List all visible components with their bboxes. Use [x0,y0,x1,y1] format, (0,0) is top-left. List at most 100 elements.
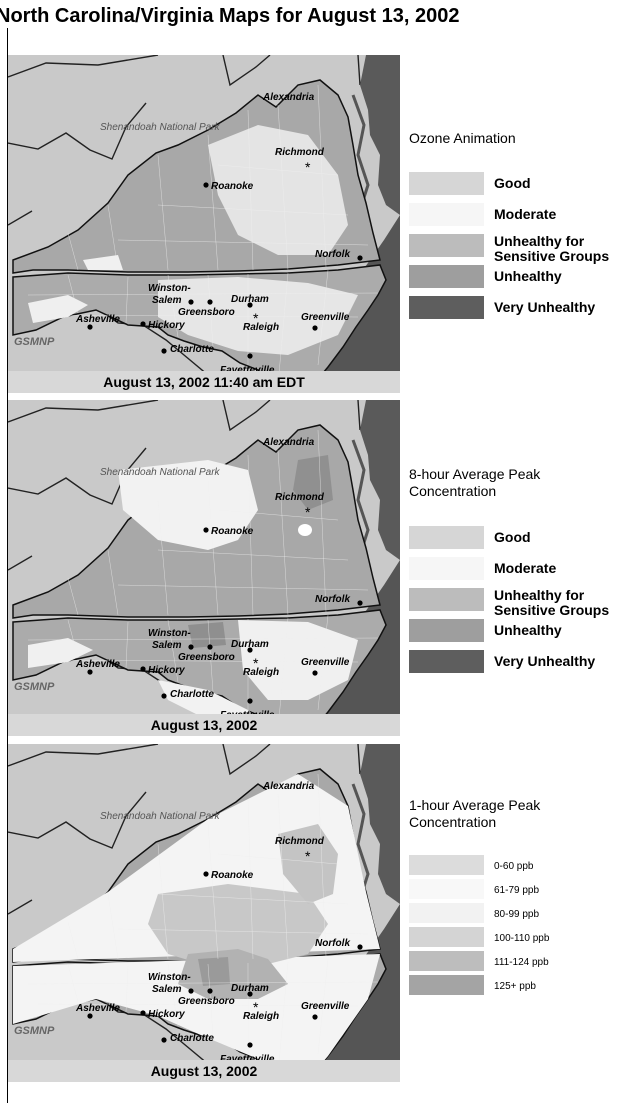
state-boundary-lines [8,744,383,1060]
legend-label: Very Unhealthy [494,299,596,315]
legend-label: Unhealthy for Sensitive Groups [494,587,610,618]
legend-item: 111-124 ppb [409,951,639,975]
gsmnp-label: GSMNP [14,681,55,693]
city-label: Durham [231,983,269,994]
city-label: Raleigh [243,1011,279,1022]
legend-swatch [409,903,484,923]
legend-item: Moderate [409,557,639,581]
city-label: Greenville [301,312,350,323]
city-label: Alexandria [262,92,315,103]
capital-star-icon: * [253,310,259,326]
legend-swatch [409,526,484,549]
legend-item: 125+ ppb [409,975,639,999]
legend-item: Good [409,526,639,550]
city-label: Charlotte [170,344,214,355]
overlay-region-1 [238,620,358,700]
gsmnp-label: GSMNP [14,1025,55,1037]
city-label: Hickory [148,665,185,676]
map-panel-8-hour-average: Shenandoah National Park GSMNP Alexandri… [8,400,400,740]
shenandoah-label: Shenandoah National Park [100,467,221,478]
city-label: Charlotte [170,689,214,700]
city-label: Salem [152,984,182,995]
overlay-region-3 [28,295,88,323]
overlay-region-2 [148,884,328,966]
shenandoah-label: Shenandoah National Park [100,811,221,822]
legend-swatch [409,975,484,995]
city-markers: Alexandria Richmond * Roanoke Norfolk Wi… [75,781,363,1060]
city-label: Charlotte [170,1033,214,1044]
legend-swatch [409,927,484,947]
capital-star-icon: * [305,848,311,864]
county-lines [27,429,379,718]
state-boundary-lines [8,55,383,376]
concentration-overlay [28,125,358,355]
capital-star-icon: * [305,504,311,520]
overlay-region-4 [188,622,226,648]
state-boundary-lines [8,400,383,718]
city-label: Greensboro [178,307,235,318]
overlay-region-1 [13,954,380,1060]
map-caption: August 13, 2002 11:40 am EDT [8,371,400,393]
city-label: Roanoke [211,181,254,192]
map-panel-1-hour-average: Shenandoah National Park GSMNP Alexandri… [8,744,400,1082]
legend-label: 100-110 ppb [494,933,550,944]
legend-item: Unhealthy for Sensitive Groups [409,588,639,618]
city-label: Winston- [148,283,191,294]
county-lines [27,773,379,1060]
concentration-overlay [13,774,380,1060]
overlay-region-1 [158,277,358,355]
legend-item: 61-79 ppb [409,879,639,903]
legend-label: Unhealthy [494,622,562,638]
city-label: Norfolk [315,594,350,605]
city-label: Greenville [301,1001,350,1012]
legend-label: 125+ ppb [494,981,536,992]
legend-item: Very Unhealthy [409,296,639,320]
city-label: Raleigh [243,667,279,678]
city-label: Greensboro [178,996,235,1007]
overlay-region-6 [298,524,312,536]
legend-item: Good [409,172,639,196]
city-label: Fayetteville [220,1054,275,1060]
city-label: Richmond [275,147,325,158]
legend-swatch [409,650,484,673]
legend-swatch [409,855,484,875]
shenandoah-label: Shenandoah National Park [100,122,221,133]
legend-item: Moderate [409,203,639,227]
legend-label: Unhealthy for Sensitive Groups [494,233,610,264]
legend-item: Unhealthy [409,265,639,289]
legend-1-hour-average: 1-hour Average Peak Concentration 0-60 p… [409,797,639,995]
legend-swatch [409,265,484,288]
chesapeake-bay [360,744,400,904]
legend-item: 80-99 ppb [409,903,639,927]
gsmnp-label: GSMNP [14,336,55,348]
city-label: Greensboro [178,652,235,663]
legend-swatch [409,951,484,971]
city-label: Richmond [275,492,325,503]
legend-item: Unhealthy [409,619,639,643]
overlay-region-5 [198,957,230,986]
legend-swatch [409,172,484,195]
city-label: Alexandria [262,781,315,792]
legend-label: Very Unhealthy [494,653,596,669]
legend-item: 100-110 ppb [409,927,639,951]
city-label: Fayetteville [220,365,275,376]
city-label: Hickory [148,320,185,331]
chesapeake-bay [360,55,400,215]
legend-swatch [409,296,484,319]
city-label: Roanoke [211,526,254,537]
legend-label: Moderate [494,206,557,222]
city-label: Greenville [301,657,350,668]
nc-va-map-0: Shenandoah National Park GSMNP Alexandri… [8,55,400,376]
city-label: Durham [231,294,269,305]
legend-swatch [409,588,484,611]
city-markers: Alexandria Richmond * Roanoke Norfolk Wi… [75,92,363,376]
city-label: Alexandria [262,437,315,448]
county-lines [27,84,379,376]
legend-label: 0-60 ppb [494,861,534,872]
legend-swatch [409,234,484,257]
legend-title: 8-hour Average Peak Concentration [409,466,541,499]
legend-item: Unhealthy for Sensitive Groups [409,234,639,264]
overlay-region-2 [83,255,123,270]
